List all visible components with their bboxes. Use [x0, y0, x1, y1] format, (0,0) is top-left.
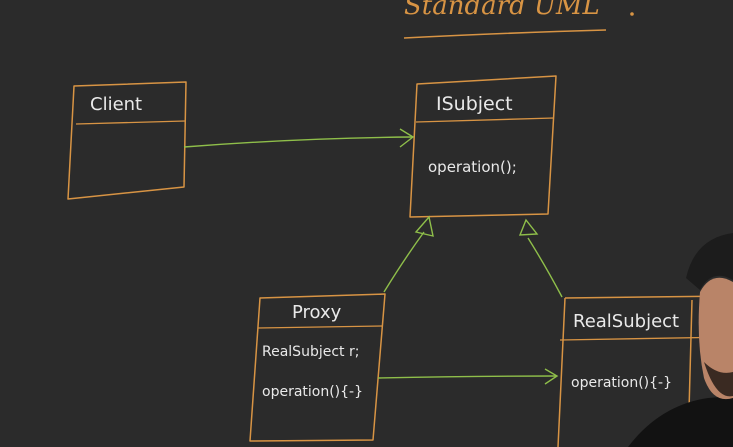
proxy-class-name: Proxy [292, 302, 342, 323]
proxy-class-box: Proxy RealSubject r; operation(){-} [249, 293, 386, 442]
proxy-to-realsubject-arrowhead [544, 368, 559, 385]
title-dot [630, 12, 634, 16]
isubject-box-outline [409, 75, 557, 218]
proxy-field: RealSubject r; [262, 344, 359, 360]
proxy-header-divider [257, 325, 384, 329]
realsubject-to-isubject-arrow [518, 218, 563, 298]
proxy-operation: operation(){-} [262, 384, 363, 400]
isubject-class-box: ISubject operation(); [409, 75, 557, 218]
isubject-operation: operation(); [428, 158, 517, 176]
proxy-box-outline [249, 293, 386, 442]
presenter-beard [704, 362, 733, 397]
proxy-realization-arrowhead [414, 215, 434, 237]
client-class-box: Client [67, 81, 187, 200]
client-box-outline [67, 81, 187, 200]
client-association-arrowhead [399, 128, 415, 148]
presenter-shirt [628, 396, 733, 447]
client-association-line [183, 136, 413, 148]
realsubject-class-box: RealSubject operation(){-} [557, 295, 733, 447]
diagram-title: Standard UML [404, 0, 600, 21]
client-header-divider [75, 120, 186, 125]
title-underline [403, 29, 607, 39]
proxy-to-realsubject-arrow [377, 368, 559, 385]
client-class-name: Client [90, 94, 142, 115]
isubject-header-divider [415, 117, 555, 123]
realsubject-realization-arrowhead [518, 218, 539, 236]
realsubject-class-name: RealSubject [573, 311, 679, 332]
client-to-isubject-arrow [183, 128, 415, 148]
presenter-hair [686, 233, 733, 290]
realsubject-realization-line [527, 237, 563, 298]
proxy-to-realsubject-line [377, 375, 557, 379]
proxy-realization-line [383, 231, 425, 293]
proxy-to-isubject-arrow [383, 215, 434, 293]
realsubject-operation: operation(){-} [571, 375, 672, 391]
presenter-webcam-overlay [628, 233, 733, 447]
isubject-class-name: ISubject [436, 93, 513, 115]
